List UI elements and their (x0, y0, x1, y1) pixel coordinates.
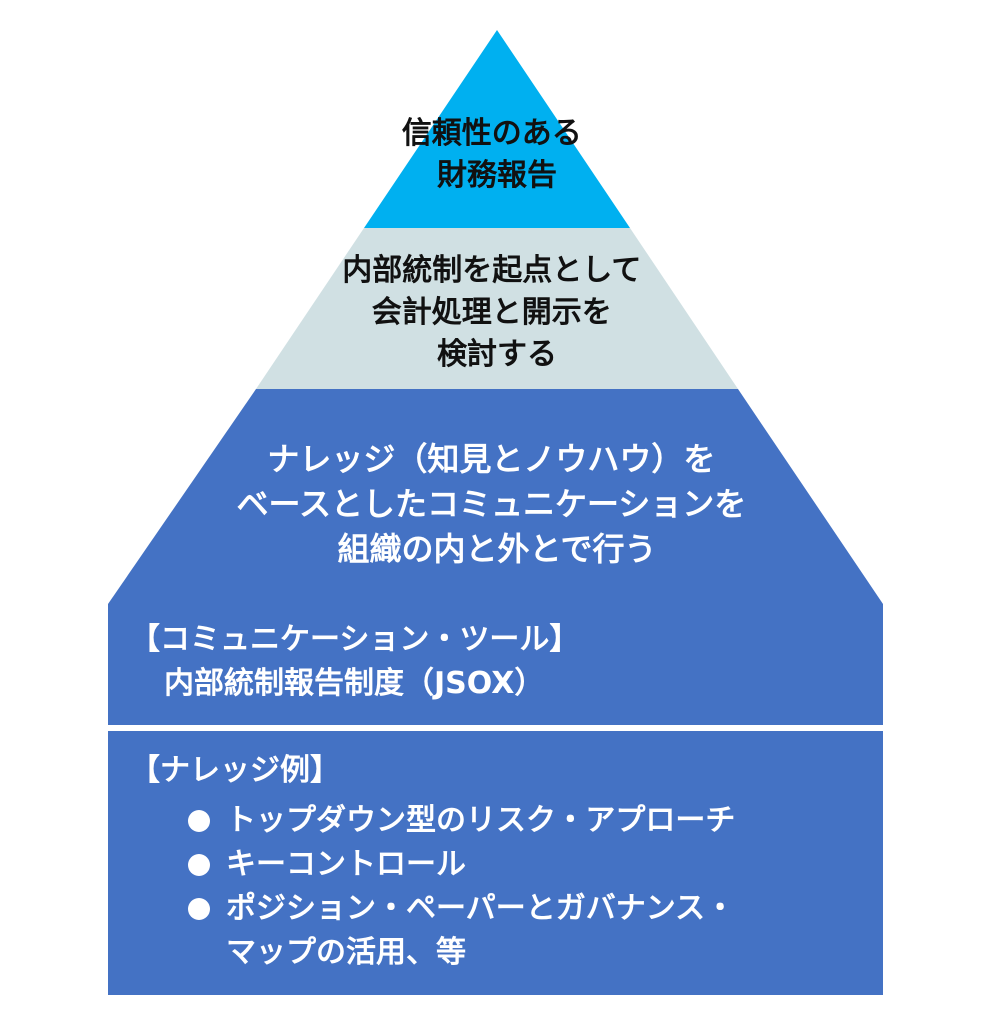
top-tier-label: 信頼性のある 財務報告 (402, 116, 592, 193)
knowledge-example-heading: 【ナレッジ例】 (130, 753, 340, 788)
pyramid-top-tier (364, 30, 630, 228)
top-tier-line: 財務報告 (437, 158, 557, 193)
bottom-tier-line: 組織の内と外とで行う (337, 530, 656, 568)
knowledge-example-list: トップダウン型のリスク・アプローチ キーコントロール ポジション・ペーパーとガバ… (130, 799, 883, 975)
pyramid-bottom-tier (108, 389, 883, 604)
knowledge-example-box: 【ナレッジ例】 トップダウン型のリスク・アプローチ キーコントロール ポジション… (108, 731, 883, 995)
middle-tier-label: 内部統制を起点として 会計処理と開示を 検討する (342, 253, 652, 372)
bullet-icon (188, 810, 210, 832)
pyramid-middle-tier (256, 228, 738, 389)
list-item: ポジション・ペーパーとガバナンス・ マップの活用、等 (130, 887, 883, 975)
bottom-tier-line: ベースとしたコミュニケーションを (237, 485, 747, 523)
bullet-icon (188, 898, 210, 920)
bullet-icon (188, 854, 210, 876)
list-item-text: トップダウン型のリスク・アプローチ (226, 803, 736, 838)
middle-tier-line: 会計処理と開示を (372, 295, 612, 330)
bottom-tier-label: ナレッジ（知見とノウハウ）を ベースとしたコミュニケーションを 組織の内と外とで… (237, 440, 758, 568)
list-item: キーコントロール (130, 843, 883, 887)
list-item-text: キーコントロール (226, 847, 466, 882)
list-item: トップダウン型のリスク・アプローチ (130, 799, 883, 843)
top-tier-line: 信頼性のある (402, 116, 582, 151)
communication-tool-content: 内部統制報告制度（JSOX） (164, 666, 545, 701)
communication-tool-heading: 【コミュニケーション・ツール】 (130, 622, 580, 657)
list-item-text: ポジション・ペーパーとガバナンス・ マップの活用、等 (226, 891, 736, 970)
middle-tier-line: 内部統制を起点として (342, 253, 641, 288)
communication-tool-box: 【コミュニケーション・ツール】 内部統制報告制度（JSOX） (108, 604, 883, 725)
middle-tier-line: 検討する (437, 337, 557, 372)
bottom-tier-line: ナレッジ（知見とノウハウ）を (267, 440, 715, 478)
